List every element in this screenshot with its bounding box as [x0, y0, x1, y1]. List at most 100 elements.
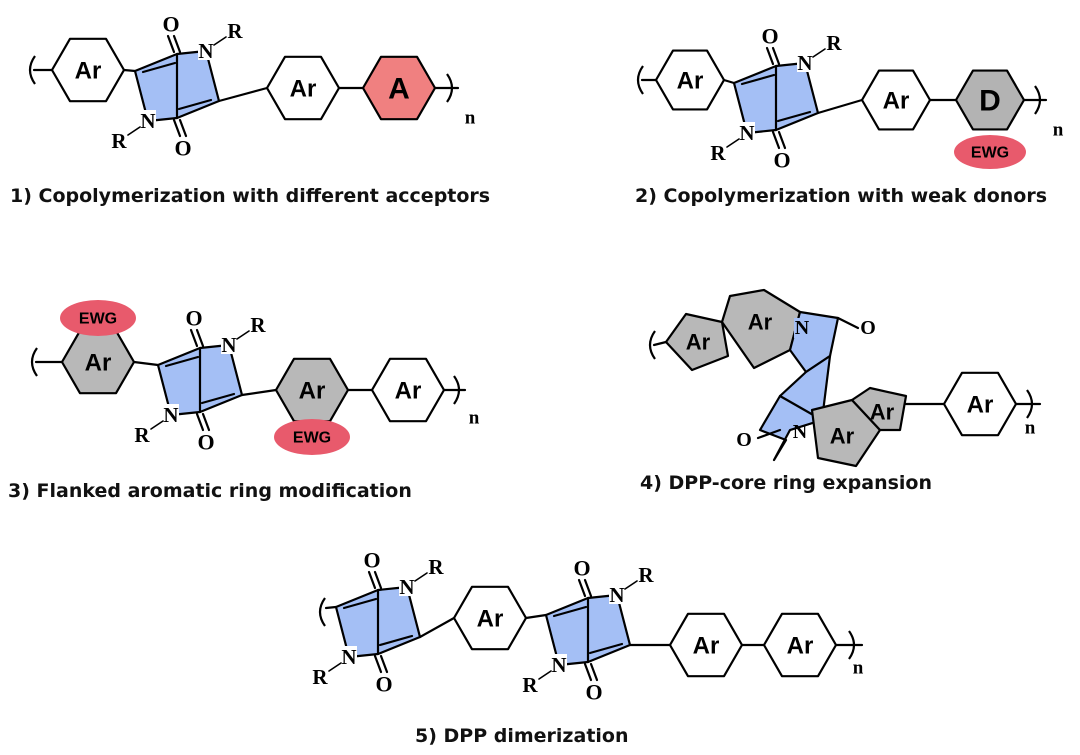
s1-dpp-co-1a — [166, 34, 176, 54]
s2-repeat-n: n — [1053, 120, 1064, 141]
s4-fused-five-ring-1-label: Ar — [686, 330, 711, 355]
s5-dpp-2-co-1a — [577, 578, 587, 598]
s4-oxygen-2: O — [736, 429, 752, 451]
s5-bracket-left — [318, 597, 326, 627]
caption-strategy-2: 2) Copolymerization with weak donors — [635, 185, 1048, 207]
s1-dpp-oxygen-1: O — [162, 12, 179, 37]
s2-dpp-nitrogen-2: N — [739, 121, 754, 145]
s1-acceptor-ring — [361, 55, 437, 121]
s2-bond-dpp-ar2 — [816, 98, 864, 115]
s5-aryl-ring-1-label: Ar — [477, 606, 504, 633]
s3-bond-ar1-dpp — [132, 360, 160, 367]
caption-strategy-4: 4) DPP-core ring expansion — [640, 472, 932, 494]
s4-bond-end-left — [652, 340, 668, 347]
s5-dpp-1-nr-bond-2 — [328, 662, 342, 672]
s5-aryl-ring-3-label: Ar — [787, 633, 814, 660]
s1-dpp-double-bond-2 — [177, 98, 213, 111]
s4-core-bottom — [758, 394, 824, 462]
s3-dpp-double-bond-1 — [164, 355, 200, 368]
s2-donor-ring — [954, 69, 1026, 131]
s5-dpp-2-nr-bond-1 — [624, 580, 638, 590]
s5-aryl-ring-1 — [452, 585, 528, 651]
s2-bracket-left — [636, 65, 644, 95]
s1-repeat-n: n — [465, 108, 476, 129]
s3-dpp-n2-bg — [163, 404, 179, 424]
s1-dpp-oxygen-2: O — [174, 136, 191, 161]
caption-strategy-1: 1) Copolymerization with different accep… — [10, 185, 491, 207]
s3-dpp-nr-bond-1 — [236, 330, 250, 340]
s3-dpp-n1-bg — [221, 334, 237, 354]
s1-dpp-co-2b — [178, 118, 188, 138]
s1-bond-dpp-ar2 — [217, 86, 269, 103]
s5-dpp-1-co-1b — [373, 570, 383, 590]
s1-dpp-alkyl-2: R — [111, 129, 127, 153]
s5-dpp-2-nr-bond-2 — [538, 670, 552, 680]
s1-aryl-ring-1 — [50, 37, 126, 103]
s5-dpp-2-co-1b — [583, 578, 593, 598]
s5-dpp-2-double-bond-1 — [552, 605, 588, 618]
s5-dpp-1-n1-bg — [399, 576, 415, 596]
s2-dpp-oxygen-2: O — [773, 148, 790, 173]
s3-aryl-ring-3-label: Ar — [395, 378, 422, 405]
s5-dpp-1-n2-bg — [341, 646, 357, 666]
s4-repeat-n: n — [1025, 418, 1036, 439]
s2-aryl-ring-1 — [654, 49, 726, 111]
s5-dpp-2-oxygen-2: O — [585, 680, 602, 705]
s4-n1-bg — [794, 318, 810, 338]
s3-dpp-nr-bond-2 — [150, 420, 164, 430]
s2-dpp-oxygen-1: O — [761, 24, 778, 49]
s3-ewg-badge-2 — [274, 419, 350, 455]
s5-dpp-2-alkyl-2: R — [522, 673, 538, 697]
s3-aryl-ring-3 — [370, 357, 446, 423]
s5-dpp-1-co-2b — [379, 654, 389, 674]
s3-dpp-co-2b — [201, 412, 211, 432]
s5-aryl-ring-2 — [668, 612, 744, 678]
s2-dpp-co-1a — [765, 46, 775, 66]
s5-dpp-2-n2-bg — [551, 654, 567, 674]
s5-dpp-1-double-bond-1 — [342, 597, 378, 610]
s1-acceptor-ring-label: A — [388, 73, 410, 106]
s4-fused-six-ring-2-label: Ar — [830, 424, 855, 449]
caption-strategy-5: 5) DPP dimerization — [415, 725, 629, 747]
s3-aryl-ring-1-label: Ar — [85, 350, 112, 377]
s2-dpp-nitrogen-1: N — [797, 51, 812, 75]
s3-dpp-oxygen-2: O — [197, 430, 214, 455]
s5-bond-end-left — [324, 605, 338, 610]
s5-dpp-2-double-bond-2 — [588, 642, 624, 655]
s3-bracket-right — [453, 375, 461, 405]
s2-dpp-co-2b — [777, 130, 787, 150]
s2-ewg-badge-label: EWG — [971, 145, 1009, 162]
s5-dpp-1-co-1a — [367, 570, 377, 590]
s3-dpp-co-1b — [195, 328, 205, 348]
s5-dpp-1-nitrogen-2: N — [341, 645, 356, 669]
s5-dpp-2-alkyl-1: R — [638, 563, 654, 587]
s5-bond-ar1-dpp2 — [524, 613, 548, 620]
s1-dpp-co-1b — [172, 34, 182, 54]
s1-dpp-n2-bg — [140, 110, 156, 130]
s3-bond-dpp-ar2 — [240, 388, 278, 397]
s2-aryl-ring-1-label: Ar — [677, 68, 704, 95]
s5-dpp-1-nr-bond-1 — [414, 572, 428, 582]
s1-dpp-alkyl-1: R — [227, 19, 243, 43]
s3-dpp-co-2a — [195, 412, 205, 432]
s5-dpp-2-co-2b — [589, 662, 599, 682]
s1-aryl-ring-1-label: Ar — [75, 58, 102, 85]
s1-dpp-nr-bond-1 — [213, 36, 227, 46]
s3-dpp-double-bond-2 — [200, 392, 236, 405]
s2-dpp-co-2a — [771, 130, 781, 150]
s5-dpp-1-oxygen-2: O — [375, 672, 392, 697]
s5-aryl-ring-3 — [762, 612, 838, 678]
s2-dpp-nr-bond-1 — [812, 48, 826, 58]
s1-dpp-double-bond-1 — [141, 61, 177, 74]
s3-ewg-badge-1 — [60, 300, 136, 336]
s5-dpp-1-alkyl-2: R — [312, 665, 328, 689]
s4-fused-six-ring-2 — [810, 398, 882, 468]
s4-co-bond-2 — [756, 428, 782, 440]
s1-dpp-nitrogen-2: N — [140, 109, 155, 133]
s4-bracket-left — [648, 330, 656, 360]
s3-bracket-left — [30, 347, 38, 377]
s4-fused-five-ring-2 — [850, 386, 908, 432]
s2-donor-ring-label: D — [979, 85, 1001, 118]
s5-bond-dpp1-ar1 — [418, 616, 456, 639]
